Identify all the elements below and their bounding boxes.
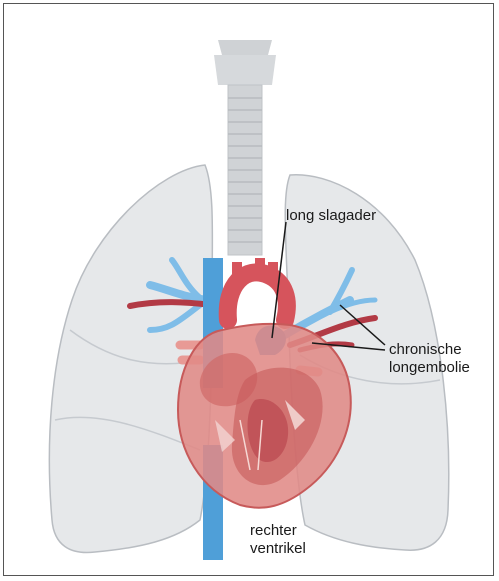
label-chronische: chronische (389, 341, 462, 358)
label-longembolie: longembolie (389, 359, 470, 376)
label-ventrikel: ventrikel (250, 540, 306, 557)
label-long-slagader: long slagader (286, 207, 376, 224)
trachea (214, 40, 276, 255)
label-rechter: rechter (250, 522, 297, 539)
